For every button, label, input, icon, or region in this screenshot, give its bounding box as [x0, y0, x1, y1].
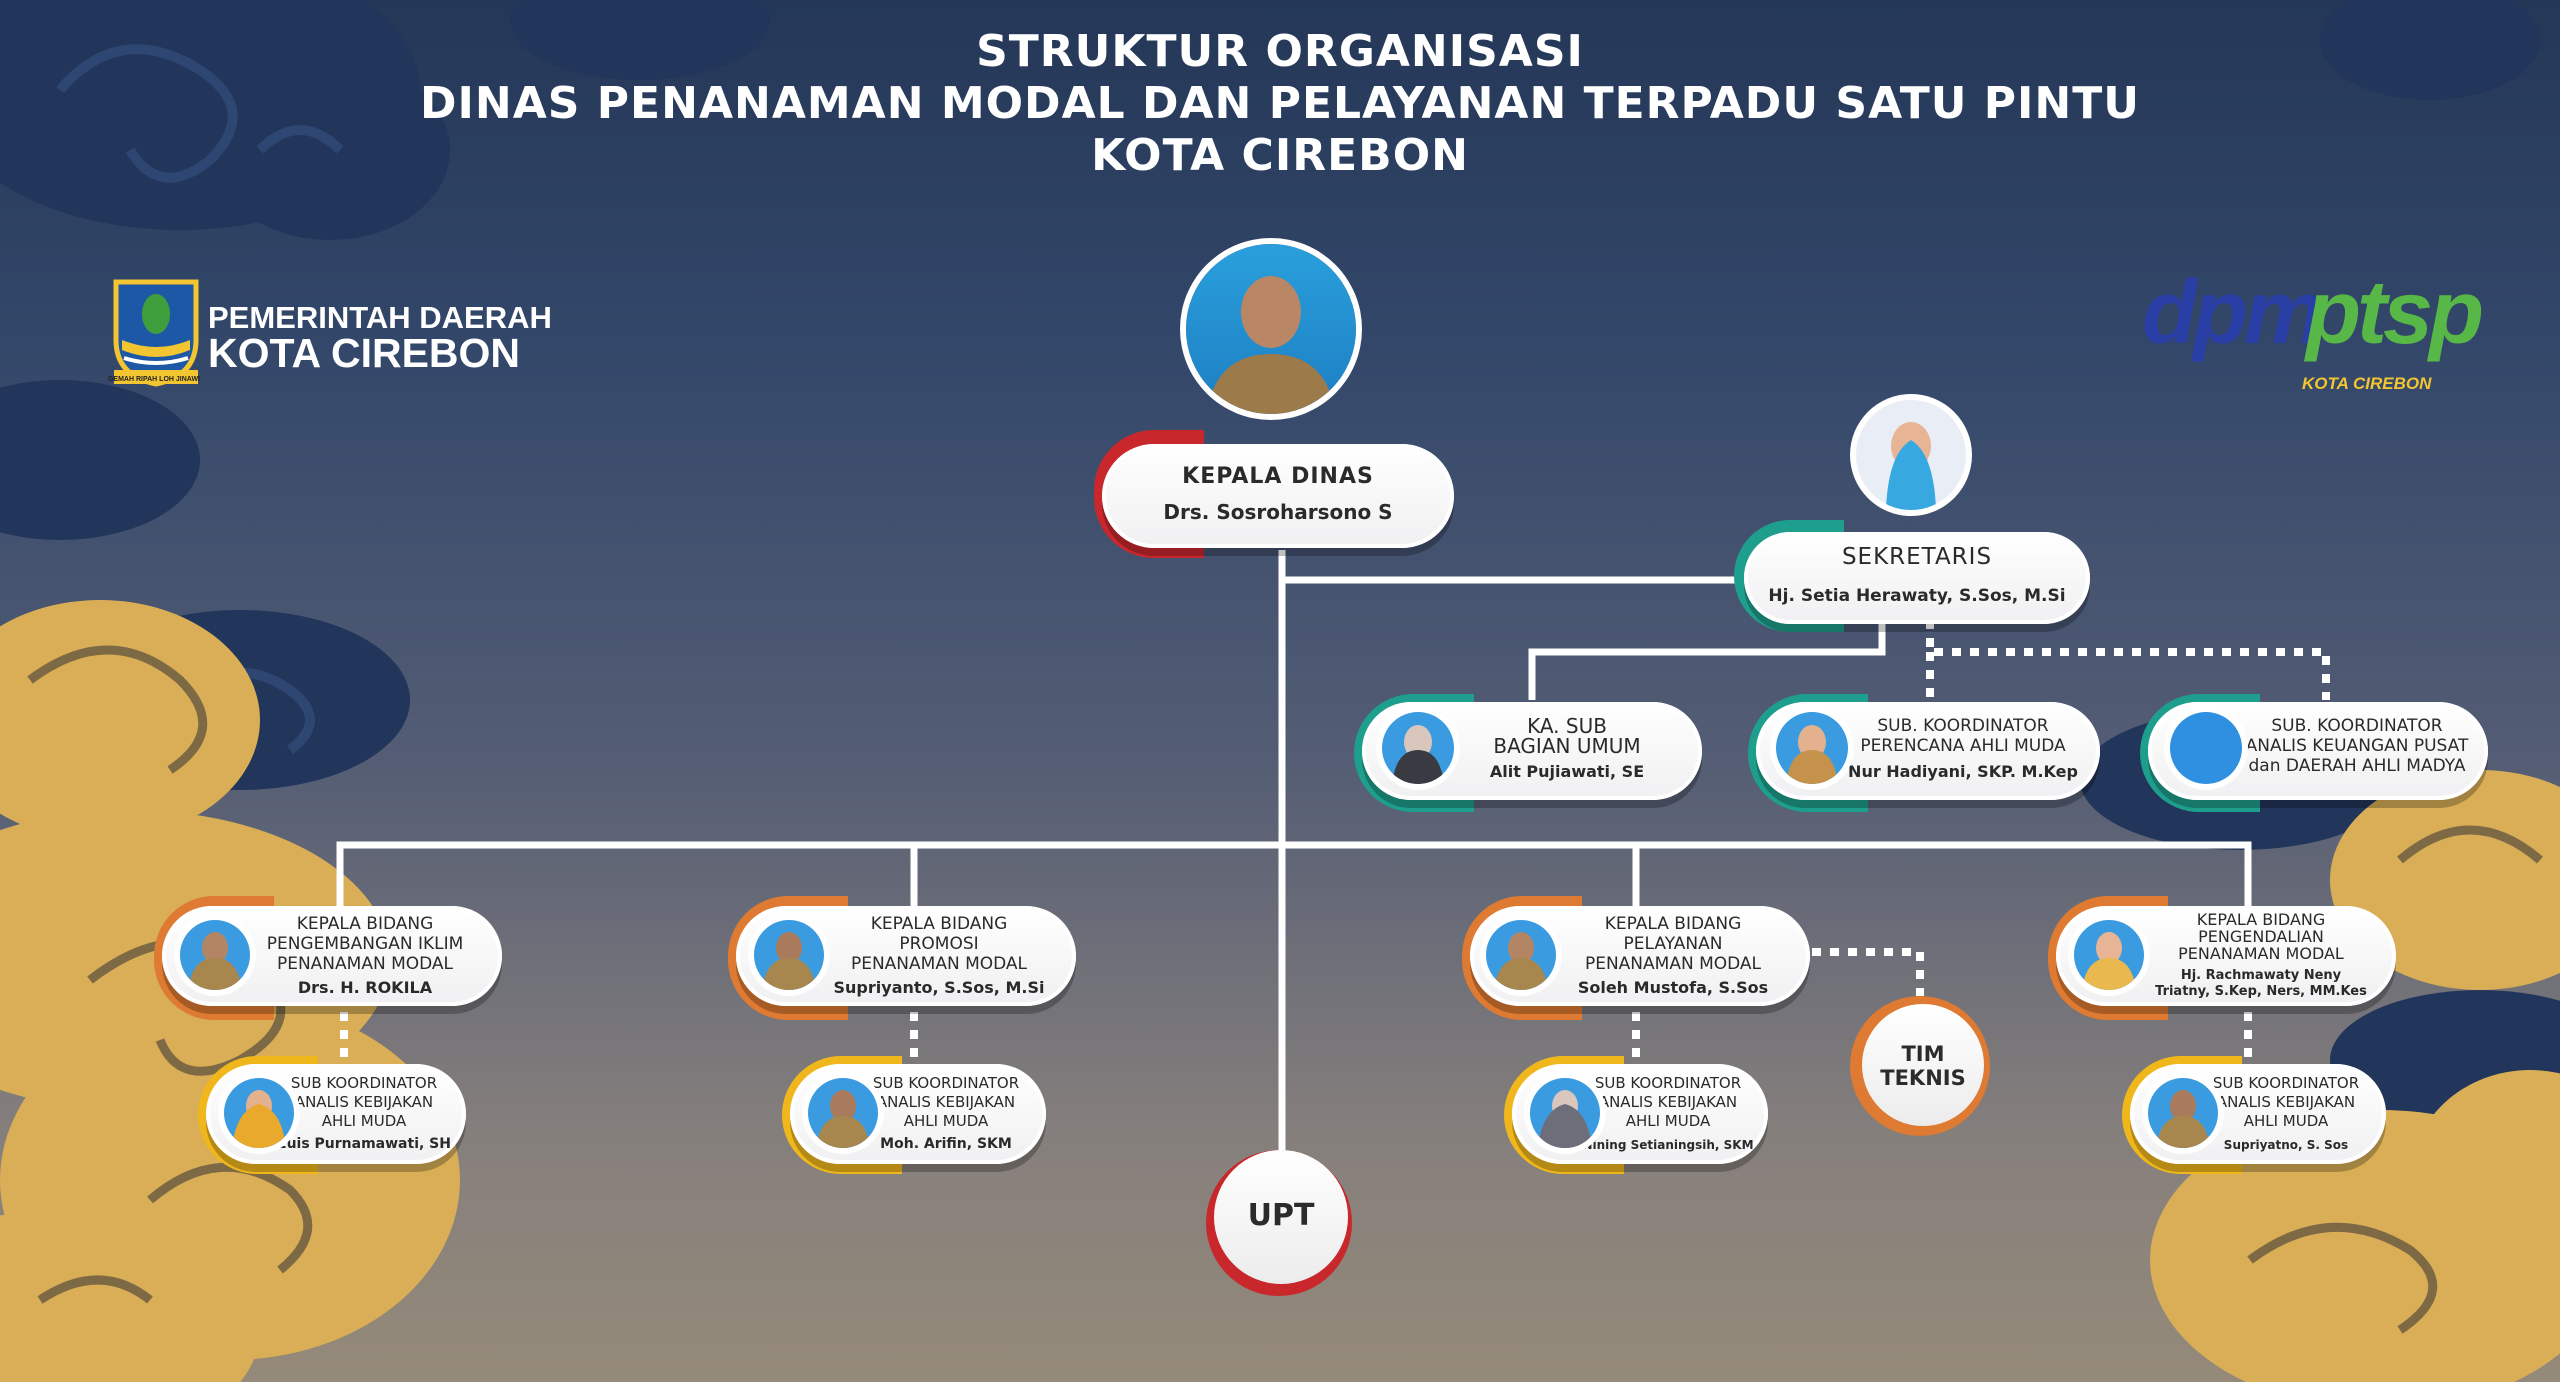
person-avatar-icon	[2082, 932, 2136, 990]
kepala-dinas-role: KEPALA DINAS	[1182, 464, 1374, 489]
kabid-promosi-name: Supriyanto, S.Sos, M.Si	[833, 978, 1045, 997]
kabid-pengendalian-role-3: PENANAMAN MODAL	[2178, 944, 2344, 963]
perencana-role-2: PERENCANA AHLI MUDA	[1860, 736, 2066, 756]
kepala-dinas-name: Drs. Sosroharsono S	[1163, 500, 1393, 524]
kasub-role-2: BAGIAN UMUM	[1493, 734, 1641, 758]
kabid-promosi-role-3: PENANAMAN MODAL	[850, 954, 1028, 974]
pemkot-line-1: PEMERINTAH DAERAH	[208, 300, 552, 335]
keuangan-role-3: dan DAERAH AHLI MADYA	[2248, 756, 2466, 776]
kabid-pelayanan-role-3: PENANAMAN MODAL	[1584, 954, 1762, 974]
person-avatar-icon	[1786, 725, 1838, 784]
perencana-role-1: SUB. KOORDINATOR	[1877, 716, 2049, 736]
kabid-pengendalian-avatar	[2074, 920, 2144, 990]
sub-pengendalian-name: Supriyatno, S. Sos	[2223, 1138, 2349, 1152]
kabid-promosi-role-2: PROMOSI	[899, 934, 979, 954]
tim-teknis-line-1: TIM	[1901, 1042, 1945, 1066]
kasub-role-1: KA. SUB	[1527, 714, 1607, 738]
person-avatar-icon	[816, 1090, 870, 1148]
kepala-dinas-box: KEPALA DINAS Drs. Sosroharsono S	[1102, 444, 1454, 548]
title-line-3: KOTA CIREBON	[1091, 130, 1469, 181]
sub-promosi-role-2: ANALIS KEBIJAKAN	[876, 1093, 1016, 1111]
kabid-pelayanan-avatar	[1486, 920, 1556, 990]
kasub-name: Alit Pujiawati, SE	[1489, 762, 1645, 781]
sub-pelayanan-avatar	[1530, 1078, 1600, 1148]
dpmptsp-part-1: dpm	[2142, 263, 2324, 363]
sub-pengendalian-role-3: AHLI MUDA	[2243, 1112, 2329, 1130]
pemkot-motto: GEMAH RIPAH LOH JINAWI	[107, 376, 201, 383]
sub-pengendalian-avatar	[2148, 1078, 2218, 1148]
perencana-avatar	[1776, 712, 1848, 784]
tim-teknis-line-2: TEKNIS	[1880, 1066, 1966, 1090]
kabid-pelayanan-name: Soleh Mustofa, S.Sos	[1577, 978, 1769, 997]
person-avatar-icon	[1538, 1090, 1592, 1148]
sub-iklim-role-2: ANALIS KEBIJAKAN	[294, 1093, 434, 1111]
sub-pengendalian-role-2: ANALIS KEBIJAKAN	[2216, 1093, 2356, 1111]
tim-teknis-node: TIM TEKNIS	[1862, 1004, 1984, 1126]
coat-of-arms-icon	[113, 279, 199, 387]
sub-pengendalian-role-1: SUB KOORDINATOR	[2212, 1074, 2360, 1092]
sub-pelayanan-role-2: ANALIS KEBIJAKAN	[1598, 1093, 1738, 1111]
sub-iklim-role-3: AHLI MUDA	[321, 1112, 407, 1130]
kabid-iklim-name: Drs. H. ROKILA	[297, 978, 433, 997]
person-avatar-icon	[1206, 276, 1336, 414]
sub-promosi-role-3: AHLI MUDA	[903, 1112, 989, 1130]
sub-promosi-name: Moh. Arifin, SKM	[880, 1136, 1012, 1152]
kabid-pengendalian-name-2: Triatny, S.Kep, Ners, MM.Kes	[2155, 984, 2367, 999]
sekretaris-box: SEKRETARIS Hj. Setia Herawaty, S.Sos, M.…	[1744, 532, 2090, 624]
sub-pelayanan-name: Nining Setianingsih, SKM	[1582, 1138, 1754, 1152]
person-avatar-icon	[1886, 422, 1936, 510]
title-line-1: STRUKTUR ORGANISASI	[976, 26, 1584, 77]
person-avatar-icon	[1392, 725, 1444, 784]
person-avatar-icon	[188, 932, 242, 990]
kabid-iklim-avatar	[180, 920, 250, 990]
kabid-pengendalian-role-2: PENGENDALIAN	[2198, 927, 2324, 946]
sub-iklim-avatar	[224, 1078, 294, 1148]
person-avatar-icon	[232, 1090, 286, 1148]
dpmptsp-part-2: ptsp	[2306, 263, 2484, 363]
kepala-dinas-avatar	[1186, 244, 1356, 414]
person-avatar-icon	[762, 932, 816, 990]
kabid-promosi-role-1: KEPALA BIDANG	[870, 914, 1008, 934]
sub-promosi-box: SUB KOORDINATOR ANALIS KEBIJAKAN AHLI MU…	[790, 1064, 1046, 1164]
sub-pelayanan-role-1: SUB KOORDINATOR	[1594, 1074, 1742, 1092]
kabid-promosi-avatar	[754, 920, 824, 990]
sub-promosi-avatar	[808, 1078, 878, 1148]
keuangan-role-2: ANALIS KEUANGAN PUSAT	[2245, 736, 2469, 756]
kabid-iklim-role-2: PENGEMBANGAN IKLIM	[266, 934, 464, 954]
kabid-iklim-role-3: PENANAMAN MODAL	[276, 954, 454, 974]
upt-label: UPT	[1247, 1198, 1315, 1233]
kabid-pelayanan-role-2: PELAYANAN	[1623, 934, 1723, 954]
pemkot-line-2: KOTA CIREBON	[208, 330, 521, 376]
sub-iklim-role-1: SUB KOORDINATOR	[290, 1074, 438, 1092]
sekretaris-role: SEKRETARIS	[1841, 544, 1993, 570]
person-avatar-icon	[1494, 932, 1548, 990]
kabid-pelayanan-role-1: KEPALA BIDANG	[1604, 914, 1742, 934]
keuangan-role-1: SUB. KOORDINATOR	[2271, 716, 2443, 736]
sub-iklim-name: Euis Purnamawati, SH	[277, 1136, 451, 1152]
sekretaris-avatar	[1856, 400, 1966, 510]
person-avatar-icon	[2156, 1090, 2210, 1148]
upt-node: UPT	[1214, 1150, 1348, 1284]
kasub-avatar	[1382, 712, 1454, 784]
sub-pelayanan-role-3: AHLI MUDA	[1625, 1112, 1711, 1130]
kabid-pengendalian-role-1: KEPALA BIDANG	[2196, 910, 2326, 929]
keuangan-avatar-placeholder	[2170, 712, 2242, 784]
sekretaris-name: Hj. Setia Herawaty, S.Sos, M.Si	[1768, 586, 2066, 606]
dpmptsp-sub: KOTA CIREBON	[2302, 374, 2432, 393]
kabid-iklim-role-1: KEPALA BIDANG	[296, 914, 434, 934]
sub-promosi-role-1: SUB KOORDINATOR	[872, 1074, 1020, 1092]
kabid-pengendalian-name-1: Hj. Rachmawaty Neny	[2180, 968, 2342, 983]
title-line-2: DINAS PENANAMAN MODAL DAN PELAYANAN TERP…	[420, 78, 2140, 129]
perencana-name: Nur Hadiyani, SKP. M.Kep	[1848, 762, 2078, 781]
